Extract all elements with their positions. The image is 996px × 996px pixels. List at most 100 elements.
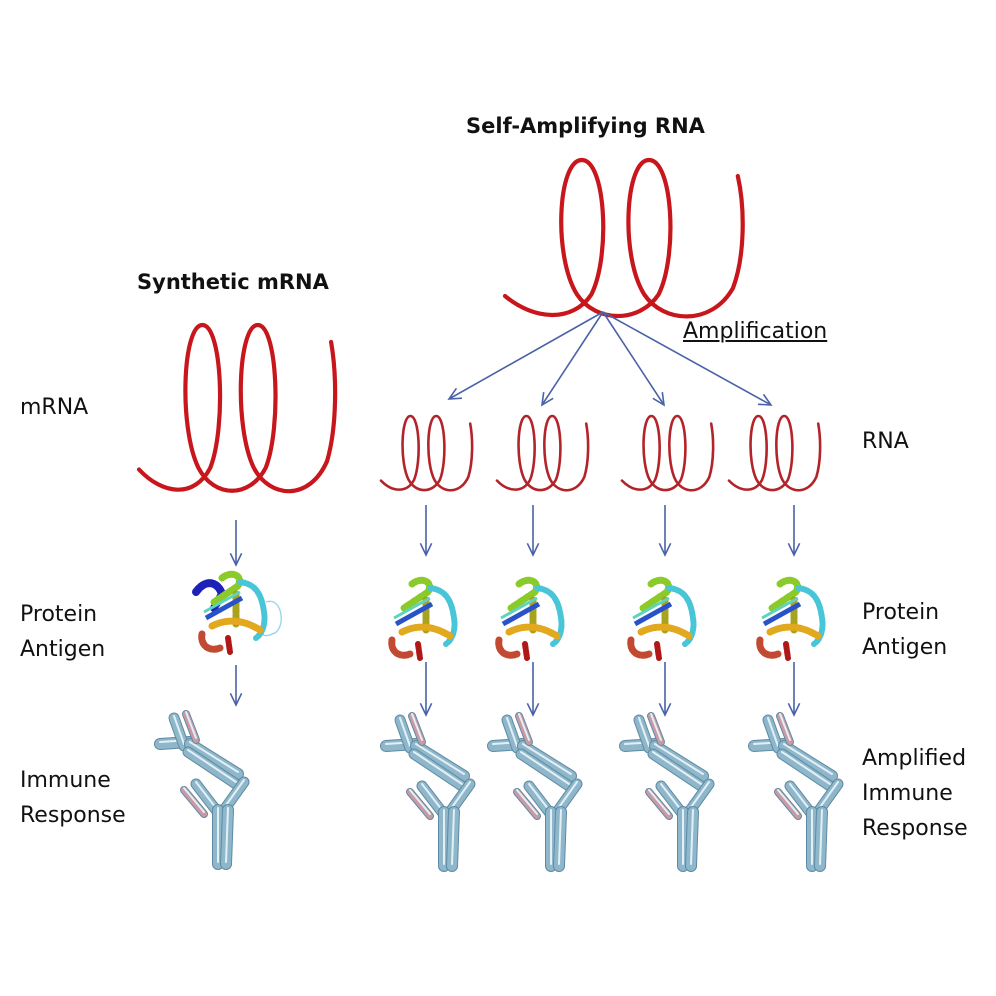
chain-highlight [225, 807, 229, 863]
protein-label-line: Protein [862, 600, 940, 625]
amplification-arrow-icon-4 [602, 311, 773, 406]
beta-strand [762, 601, 802, 627]
arrow-head [526, 542, 540, 557]
helix [783, 641, 791, 661]
protein-to-antibody-arrow-down-icon-4 [787, 662, 801, 717]
beta-strand [501, 601, 541, 627]
chain [524, 781, 554, 817]
chain [646, 789, 672, 819]
synthetic-mrna-title: Synthetic mRNA [137, 270, 329, 294]
chain-highlight [660, 783, 682, 811]
chain-highlight [648, 789, 670, 815]
arrow-shaft [602, 311, 665, 406]
beta-strand [761, 596, 799, 620]
chain-highlight [556, 781, 578, 811]
beta-strand [203, 590, 241, 614]
helix [198, 630, 224, 653]
chain-highlight [411, 713, 423, 741]
amplification-arrow-icon-1 [447, 311, 604, 400]
helix [400, 576, 433, 612]
chain [656, 781, 686, 817]
immune-label-line: Immune [862, 781, 953, 806]
rna-strand [620, 414, 715, 492]
arrow-head [787, 702, 801, 717]
chain [181, 787, 207, 817]
amplified-protein-ribbon-icon-4 [756, 576, 826, 661]
chain-highlight [528, 783, 550, 811]
amplification-arrow-icon-3 [602, 311, 666, 407]
rna-strand [502, 157, 745, 319]
rna-strand [495, 414, 590, 492]
antigen-label-line: Antigen [20, 637, 106, 662]
chain-highlight [638, 717, 650, 747]
helix [639, 576, 672, 612]
protein-to-antibody-arrow-down-icon [229, 665, 243, 707]
chain-highlight [781, 751, 831, 785]
chain [516, 749, 574, 791]
helix [756, 636, 782, 659]
amplified-antibody-icon-2 [487, 712, 583, 872]
amplification-label: Amplification [683, 319, 828, 344]
amplified-rna-coil-icon-1 [379, 414, 474, 492]
chain-highlight [173, 715, 185, 745]
helix [495, 636, 521, 659]
rna-to-protein-arrow-down-icon-4 [787, 505, 801, 557]
beta-strand [393, 596, 431, 620]
arrow-head [658, 702, 672, 717]
chain-highlight [777, 789, 799, 815]
rna-to-protein-arrow-down-icon-2 [526, 505, 540, 557]
helix [654, 641, 662, 661]
mrna-label-line: mRNA [20, 395, 89, 420]
helix [522, 641, 530, 661]
helix [627, 636, 653, 659]
helix [225, 635, 233, 655]
arrow-head [419, 542, 433, 557]
synthetic-antibody-icon [154, 710, 250, 870]
antigen-label-line: Antigen [862, 635, 948, 660]
arrow-head [757, 393, 773, 406]
protein-to-antibody-arrow-down-icon-2 [526, 662, 540, 717]
chain-highlight [506, 717, 518, 747]
helix [766, 623, 822, 640]
arrow-head [229, 552, 243, 567]
chain-highlight [522, 743, 572, 775]
beta-strand [500, 596, 538, 620]
rna-strand [136, 322, 338, 494]
chain [409, 749, 467, 791]
chain [514, 789, 540, 819]
helix [505, 623, 561, 640]
chain [191, 779, 221, 815]
chain-highlight [789, 783, 811, 811]
chain-highlight [195, 781, 217, 809]
self-amplifying-rna-title: Self-Amplifying RNA [466, 114, 705, 138]
helix [210, 570, 243, 606]
amplified-protein-ribbon-icon-2 [495, 576, 565, 661]
chain-highlight [779, 713, 791, 741]
chain [417, 781, 447, 817]
amplification-arrow-icon-2 [540, 311, 604, 407]
arrow-head [526, 702, 540, 717]
helix [415, 641, 423, 661]
mrna-to-protein-arrow-down-icon [229, 520, 243, 567]
chain-highlight [819, 809, 823, 865]
chain [785, 781, 815, 817]
chain [185, 739, 243, 779]
chain [775, 789, 801, 819]
self-amplifying-rna-coil-icon [502, 157, 745, 319]
protein-to-antibody-arrow-down-icon-3 [658, 662, 672, 717]
chain [648, 749, 706, 791]
chain-highlight [189, 741, 239, 773]
chain [407, 789, 433, 819]
arrow-shaft [602, 311, 772, 406]
chain [779, 741, 837, 781]
immune-response-left-label: Immune Response [20, 763, 126, 833]
rna-to-protein-arrow-down-icon-3 [658, 505, 672, 557]
arrow-head [652, 392, 666, 407]
amplified-label-line: Amplified [862, 746, 967, 771]
protein-antigen-left-label: Protein Antigen [20, 597, 105, 667]
rna-label-line: RNA [862, 429, 909, 454]
chain [650, 741, 708, 781]
helix [637, 623, 693, 640]
chain [777, 749, 835, 791]
